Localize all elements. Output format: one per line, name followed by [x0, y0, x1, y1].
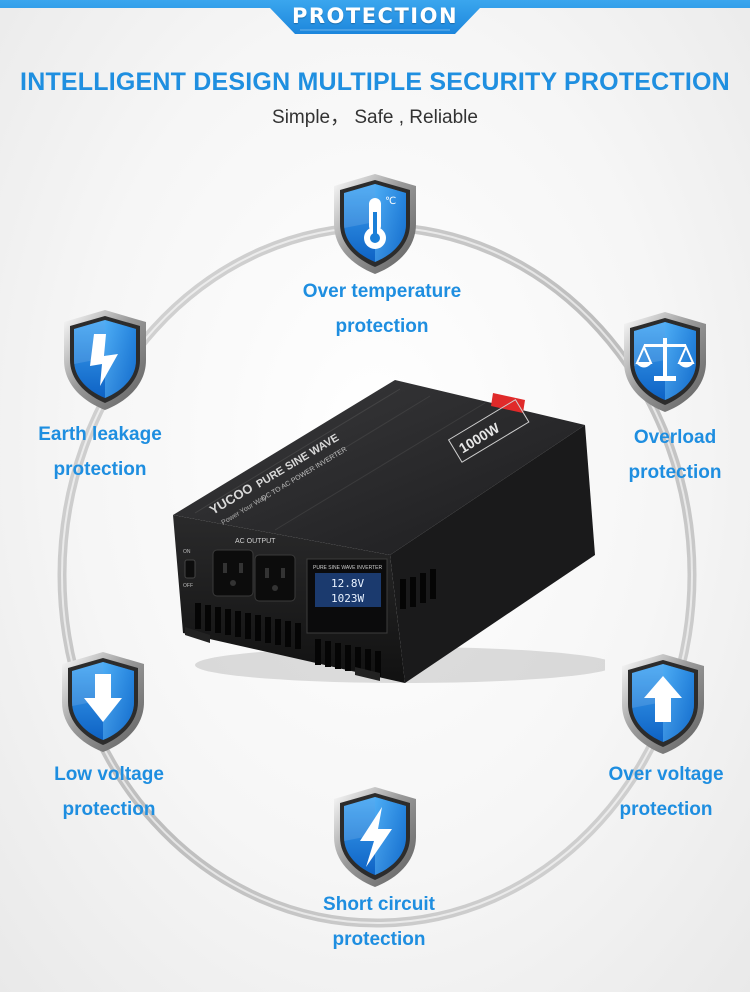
svg-text:℃: ℃ [385, 196, 396, 207]
thermometer-icon: ℃ [330, 172, 420, 276]
ac-output-label: AC OUTPUT [235, 538, 276, 545]
display-voltage: 12.8V [331, 577, 364, 590]
feature-subtitle: protection [619, 799, 713, 820]
feature-title: Overload [633, 427, 717, 448]
switch-on-label: ON [183, 549, 191, 555]
feature-label-earth-leakage: Earth leakage protection [0, 417, 220, 487]
arrow-down-icon [58, 650, 148, 754]
feature-subtitle: protection [62, 799, 156, 820]
feature-title: Earth leakage [38, 424, 162, 445]
ac-outlet-right [254, 554, 296, 602]
ac-outlet-left [212, 549, 254, 597]
feature-label-short-circuit: Short circuit protection [259, 887, 499, 957]
feature-label-over-temperature: Over temperature protection [262, 274, 502, 344]
feature-subtitle: protection [53, 459, 147, 480]
switch-off-label: OFF [183, 583, 193, 589]
power-switch [184, 559, 196, 579]
banner-title: PROTECTION [291, 4, 459, 28]
feature-title: Over temperature [302, 281, 462, 302]
feature-subtitle: protection [332, 929, 426, 950]
feature-title: Short circuit [323, 894, 435, 915]
feature-subtitle: protection [628, 462, 722, 483]
feature-label-overload: Overload protection [555, 420, 750, 490]
panel-title: PURE SINE WAVE INVERTER [313, 565, 382, 571]
inverter-product-image: YUCOO PURE SINE WAVE DC TO AC POWER INVE… [173, 380, 605, 683]
arrow-up-icon [618, 652, 708, 756]
page-subline: Simple， Safe , Reliable [272, 107, 478, 128]
leakage-bolt-icon [60, 308, 150, 412]
feature-title: Over voltage [608, 764, 724, 785]
page-headline: INTELLIGENT DESIGN MULTIPLE SECURITY PRO… [20, 68, 730, 96]
display-power: 1023W [331, 592, 364, 605]
lcd-display [315, 573, 381, 607]
balance-scale-icon [620, 310, 710, 414]
feature-subtitle: protection [335, 316, 429, 337]
top-banner [0, 0, 750, 34]
feature-title: Low voltage [54, 764, 164, 785]
lightning-bolt-icon [330, 785, 420, 889]
feature-label-low-voltage: Low voltage protection [0, 757, 229, 827]
feature-label-over-voltage: Over voltage protection [546, 757, 750, 827]
